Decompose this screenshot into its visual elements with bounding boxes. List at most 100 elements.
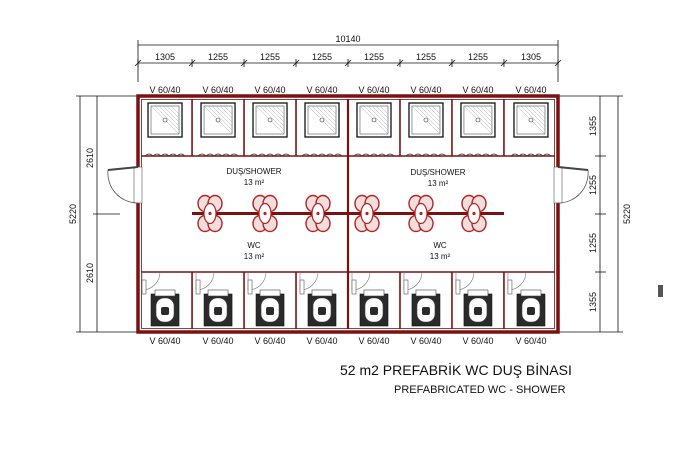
segment-label: 1255 xyxy=(416,52,436,62)
shower-tray-icon xyxy=(200,102,236,138)
wash-basin-icon[interactable] xyxy=(408,194,434,233)
segment-label: 1255 xyxy=(260,52,280,62)
wc-cabin[interactable] xyxy=(403,271,441,327)
shower-cabin[interactable] xyxy=(457,102,499,157)
cabin-label-top: V 60/40 xyxy=(410,85,441,95)
wash-basins xyxy=(192,194,504,233)
wash-basin-icon[interactable] xyxy=(461,194,487,233)
flush-handle xyxy=(507,279,513,295)
squat-toilet-icon xyxy=(411,289,441,327)
cabin-label-top: V 60/40 xyxy=(515,85,546,95)
segment-label: 1255 xyxy=(364,52,384,62)
wc-cabin[interactable] xyxy=(195,271,233,327)
cabin-labels-bottom: V 60/40 V 60/40 V 60/40 V 60/40 V 60/40 V 60/… xyxy=(150,336,547,346)
shower-curtain xyxy=(457,153,499,157)
cabin-label-top: V 60/40 xyxy=(203,85,234,95)
wc-cabin[interactable] xyxy=(247,271,285,327)
shower-cabin[interactable] xyxy=(144,102,186,157)
shower-cabin[interactable] xyxy=(405,102,447,157)
flush-handle xyxy=(299,279,305,295)
squat-toilet-icon xyxy=(516,289,546,327)
shower-curtain xyxy=(405,153,447,157)
squat-toilet-icon xyxy=(203,289,233,327)
shower-curtain xyxy=(197,153,239,157)
segment-label: 1255 xyxy=(468,52,488,62)
shower-tray-icon xyxy=(147,102,183,138)
right-dimensions xyxy=(558,95,623,333)
wash-counter xyxy=(192,212,504,215)
room-name-shower-left: DUŞ/SHOWER xyxy=(226,167,281,176)
right-total-label: 5220 xyxy=(622,204,632,224)
cabin-label-bottom: V 60/40 xyxy=(306,336,337,346)
wc-cabin[interactable] xyxy=(141,271,180,327)
cabin-label-bottom: V 60/40 xyxy=(358,336,389,346)
squat-toilet-icon xyxy=(150,289,180,327)
shower-cabin[interactable] xyxy=(353,102,395,157)
room-name-wc-right: WC xyxy=(433,241,447,250)
wash-basin-icon[interactable] xyxy=(354,194,380,233)
shower-cabin[interactable] xyxy=(510,102,552,157)
edge-mark xyxy=(658,285,663,297)
squat-toilet-icon xyxy=(463,289,493,327)
room-area-wc-right: 13 m² xyxy=(430,252,451,261)
wc-cabin[interactable] xyxy=(351,271,389,327)
wc-cabin[interactable] xyxy=(455,271,493,327)
shower-cabin[interactable] xyxy=(301,102,343,157)
flush-handle xyxy=(455,279,461,295)
door-swing-icon xyxy=(107,166,139,204)
cabin-partitions xyxy=(191,99,505,329)
door-swing-icon xyxy=(557,166,589,204)
entrance-door-right[interactable] xyxy=(553,166,589,204)
left-dimensions xyxy=(76,95,138,333)
total-width-label: 10140 xyxy=(335,34,360,44)
shower-tray-icon xyxy=(513,102,549,138)
shower-curtain xyxy=(249,153,291,157)
shower-cabin[interactable] xyxy=(197,102,239,157)
cabin-label-bottom: V 60/40 xyxy=(410,336,441,346)
wash-basin-icon[interactable] xyxy=(197,194,223,233)
shower-tray-icon xyxy=(460,102,496,138)
wash-basin-icon[interactable] xyxy=(252,194,278,233)
flush-handle xyxy=(403,279,409,295)
cabin-label-top: V 60/40 xyxy=(255,85,286,95)
shower-cabin[interactable] xyxy=(249,102,291,157)
shower-cabins xyxy=(144,102,552,157)
room-name-wc-left: WC xyxy=(247,241,261,250)
segment-label: 1255 xyxy=(312,52,332,62)
segment-label: 1305 xyxy=(155,52,175,62)
left-total-label: 5220 xyxy=(68,204,78,224)
entrance-door-left[interactable] xyxy=(107,166,143,204)
squat-toilet-icon xyxy=(359,289,389,327)
cabin-label-top: V 60/40 xyxy=(462,85,493,95)
wash-basin-icon[interactable] xyxy=(305,194,331,233)
drawing-title: 52 m2 PREFABRİK WC DUŞ BİNASI xyxy=(340,362,572,378)
room-area-shower-right: 13 m² xyxy=(428,179,449,188)
cabin-label-bottom: V 60/40 xyxy=(462,336,493,346)
shower-curtain xyxy=(353,153,395,157)
flush-handle xyxy=(141,279,147,295)
room-name-shower-right: DUŞ/SHOWER xyxy=(410,168,465,177)
shower-curtain xyxy=(510,153,552,157)
shower-curtain xyxy=(301,153,343,157)
segment-label: 1255 xyxy=(208,52,228,62)
shower-tray-icon xyxy=(252,102,288,138)
shower-tray-icon xyxy=(356,102,392,138)
right-segment-label: 1355 xyxy=(588,292,598,312)
cabin-label-bottom: V 60/40 xyxy=(515,336,546,346)
flush-handle xyxy=(195,279,201,295)
cabin-label-bottom: V 60/40 xyxy=(255,336,286,346)
cabin-label-bottom: V 60/40 xyxy=(150,336,181,346)
left-segment-label: 2610 xyxy=(85,263,95,283)
right-segment-label: 1255 xyxy=(588,233,598,253)
building-walls xyxy=(136,94,560,334)
wc-cabin[interactable] xyxy=(299,271,337,327)
room-area-shower-left: 13 m² xyxy=(244,178,265,187)
cabin-label-top: V 60/40 xyxy=(358,85,389,95)
wc-cabin[interactable] xyxy=(507,271,546,327)
wc-cabins xyxy=(141,271,546,327)
flush-handle xyxy=(247,279,253,295)
cabin-label-top: V 60/40 xyxy=(306,85,337,95)
cabin-label-top: V 60/40 xyxy=(150,85,181,95)
